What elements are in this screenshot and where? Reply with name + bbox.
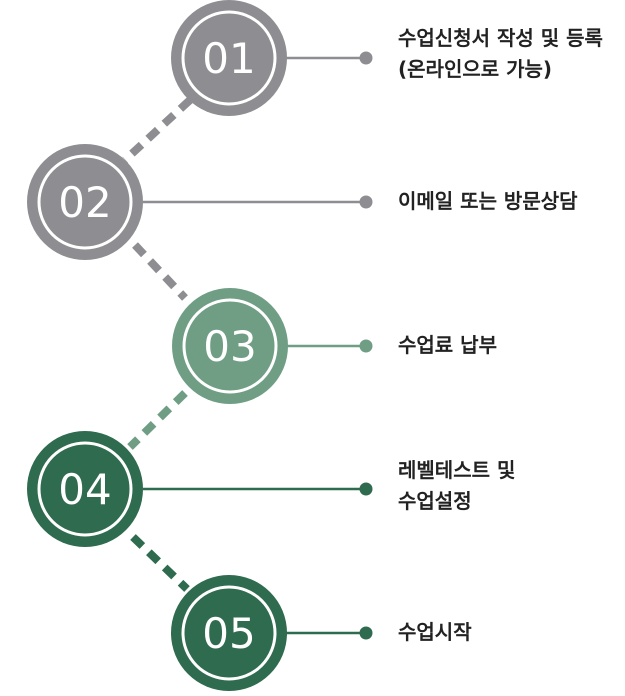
leader-dot-5 [359, 626, 373, 640]
step-label-1-line-2: (온라인으로 가능) [398, 57, 553, 81]
leader-dot-4 [359, 482, 373, 496]
step-circle-4: 04 [27, 431, 143, 547]
step-number-5: 05 [202, 609, 255, 658]
step-number-1: 01 [202, 34, 255, 83]
connector-2-3 [132, 242, 188, 301]
connector-1-2 [122, 97, 193, 163]
step-label-1: 수업신청서 작성 및 등록 (온라인으로 가능) [398, 23, 603, 85]
connector-3-4 [127, 390, 188, 450]
step-number-2: 02 [58, 178, 111, 227]
leader-dot-1 [359, 51, 373, 65]
step-label-4: 레벨테스트 및 수업설정 [398, 455, 515, 517]
step-label-5: 수업시작 [398, 617, 472, 648]
leader-dot-3 [359, 339, 373, 353]
step-circle-5: 05 [171, 575, 287, 691]
step-label-3-line-1: 수업료 납부 [398, 333, 497, 357]
step-label-4-line-1: 레벨테스트 및 [398, 458, 516, 482]
step-number-3: 03 [203, 322, 256, 371]
connector-4-5 [130, 534, 190, 592]
step-number-4: 04 [58, 465, 111, 514]
step-label-2: 이메일 또는 방문상담 [398, 186, 578, 217]
step-label-5-line-1: 수업시작 [398, 620, 472, 644]
step-circle-3: 03 [172, 288, 288, 404]
step-label-1-line-1: 수업신청서 작성 및 등록 [398, 26, 603, 50]
step-label-4-line-2: 수업설정 [398, 489, 472, 513]
step-circle-2: 02 [27, 144, 143, 260]
step-label-3: 수업료 납부 [398, 330, 497, 361]
step-circle-1: 01 [171, 0, 287, 116]
step-label-2-line-1: 이메일 또는 방문상담 [398, 189, 578, 213]
leader-dot-2 [359, 195, 373, 209]
